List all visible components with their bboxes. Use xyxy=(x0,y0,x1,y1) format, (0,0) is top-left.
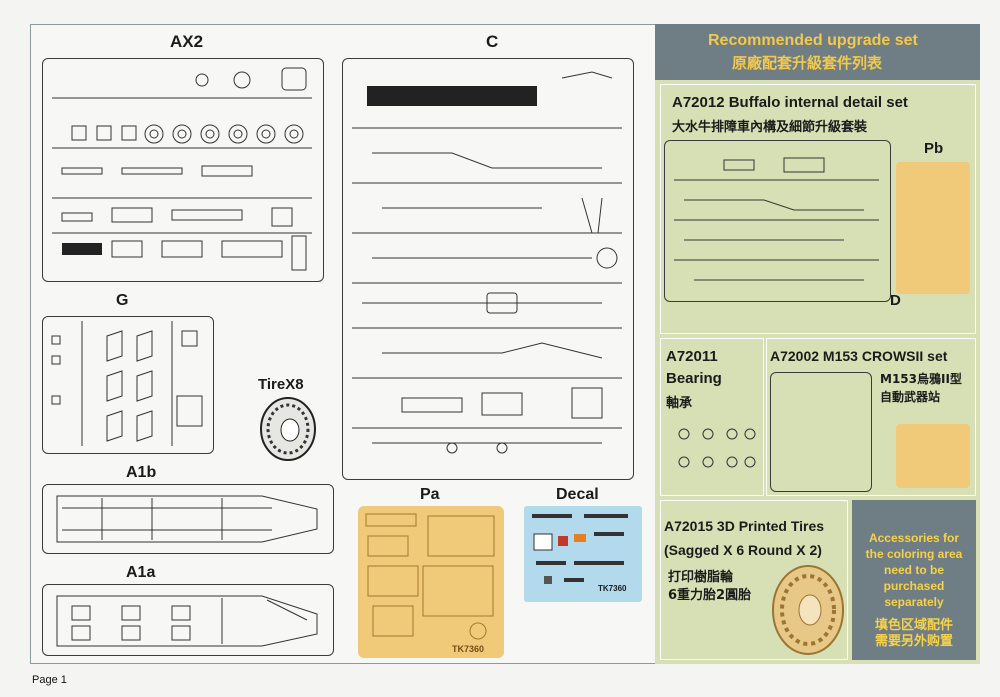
upgrade-header xyxy=(655,24,980,80)
note-line-2: the coloring area xyxy=(865,547,963,561)
bearing-parts xyxy=(678,428,756,468)
set-a72015-box xyxy=(660,500,848,660)
sprue-g-parts xyxy=(51,321,203,446)
sprue-c-label: C xyxy=(486,32,499,51)
set-a72015-detail: (Sagged X 6 Round X 2) xyxy=(664,542,822,558)
note-line-4: separately xyxy=(884,595,944,609)
decal-code: TK7360 xyxy=(598,584,627,593)
sprue-g xyxy=(42,316,214,454)
fret-crows xyxy=(896,424,970,488)
fret-pa-code: TK7360 xyxy=(452,644,485,654)
set-a72002-sprue xyxy=(770,372,872,492)
decal-sheet xyxy=(524,506,642,602)
set-a72015-title: A72015 3D Printed Tires xyxy=(664,518,825,534)
note-zh-1: 填色区域配件 xyxy=(874,618,953,633)
set-a72012-desc: 大水牛排障車內構及細節升級套裝 xyxy=(672,120,868,135)
set-a72011-name: Bearing xyxy=(666,370,722,387)
decal-label: Decal xyxy=(556,486,599,503)
set-a72012-box xyxy=(660,84,976,334)
page-number: Page 1 xyxy=(32,674,67,686)
sprue-c-parts xyxy=(352,71,622,454)
note-box xyxy=(852,500,976,660)
sprue-a1b-parts xyxy=(56,495,318,543)
printed-tire-illustration xyxy=(772,565,844,655)
sprue-a1a-label: A1a xyxy=(126,564,156,581)
fret-pa xyxy=(358,506,504,658)
set-a72012-title: A72012 Buffalo internal detail set xyxy=(672,94,908,111)
fret-pa-label: Pa xyxy=(420,486,440,503)
set-a72002-box xyxy=(766,338,976,496)
sprue-a1a-parts xyxy=(56,595,318,647)
sprue-ax2-label: AX2 xyxy=(170,32,204,51)
set-a72012-sprue xyxy=(664,140,891,302)
set-a72002-desc-1: M153烏鴉II型 xyxy=(880,372,962,386)
tire-illustration xyxy=(260,397,316,461)
set-a72011-desc: 軸承 xyxy=(666,396,693,411)
upgrade-title: Recommended upgrade set xyxy=(708,32,918,49)
set-a72011-code: A72011 xyxy=(666,348,718,365)
set-a72002-desc-2: 自動武器站 xyxy=(880,390,941,404)
set-a72011-box xyxy=(660,338,764,496)
fret-pa-parts xyxy=(365,513,495,640)
set-a72012-part-d: D xyxy=(890,292,901,309)
note-line-1: Accessories for xyxy=(868,531,960,545)
set-a72015-desc-1: 打印樹脂輪 xyxy=(668,570,734,585)
upgrade-title-zh: 原廠配套升級套件列表 xyxy=(732,54,883,72)
decal-markings xyxy=(532,514,628,584)
note-text: Accessories for the coloring area need t… xyxy=(852,530,976,650)
fret-pb xyxy=(896,162,970,294)
set-a72012-parts xyxy=(674,157,879,281)
set-a72012-part-pb: Pb xyxy=(924,140,944,157)
note-zh-2: 需要另外购置 xyxy=(874,634,953,649)
sprue-ax2-parts xyxy=(52,67,312,271)
sprue-a1b-label: A1b xyxy=(126,464,157,481)
set-a72015-desc-2: 6重力胎2圓胎 xyxy=(668,588,752,603)
sprue-g-label: G xyxy=(116,292,129,309)
tire-label: TireX8 xyxy=(258,376,304,393)
set-a72002-title: A72002 M153 CROWSII set xyxy=(770,348,948,364)
note-line-3: need to be purchased xyxy=(883,563,945,593)
